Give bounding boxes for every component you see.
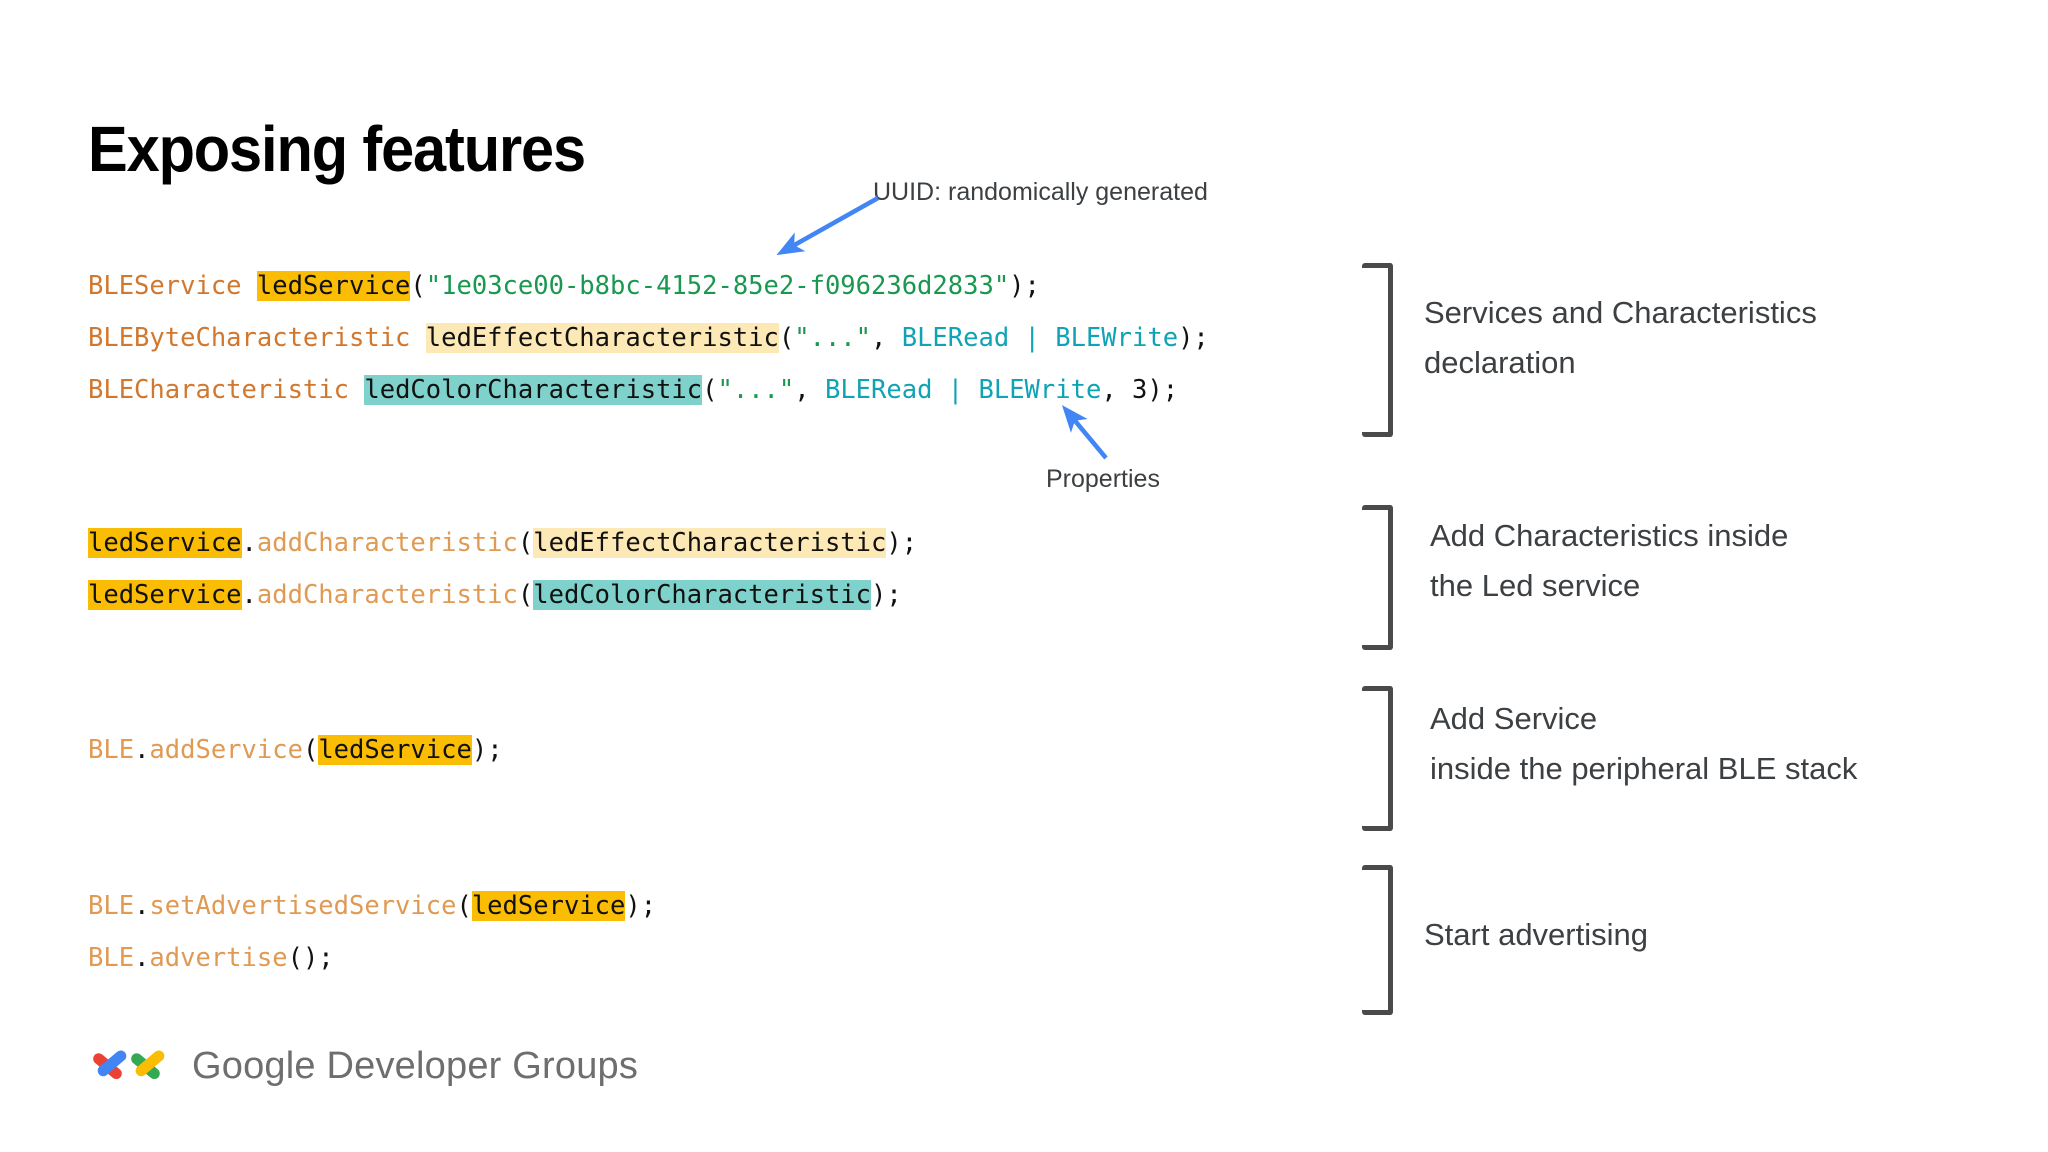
code-token: , xyxy=(794,375,825,405)
code-line: BLECharacteristic ledColorCharacteristic… xyxy=(88,364,1209,416)
page-title: Exposing features xyxy=(88,113,586,185)
code-line: BLE.setAdvertisedService(ledService); xyxy=(88,880,656,932)
code-token: ); xyxy=(1178,323,1209,353)
code-token: ); xyxy=(886,528,918,558)
code-token: ( xyxy=(702,375,718,405)
code-line: ledService.addCharacteristic(ledColorCha… xyxy=(88,569,917,621)
callout-properties-arrow-icon xyxy=(1061,405,1108,460)
bracket-add-service xyxy=(1362,686,1393,831)
code-token: . xyxy=(134,891,150,921)
code-token: | xyxy=(932,375,979,405)
code-token xyxy=(349,375,364,405)
code-token xyxy=(242,271,257,301)
code-line: BLEByteCharacteristic ledEffectCharacter… xyxy=(88,312,1209,364)
note-line-1: Add Service xyxy=(1430,701,1598,736)
code-token: ); xyxy=(1009,271,1040,301)
code-token: ( xyxy=(410,271,426,301)
code-block-advertise: BLE.setAdvertisedService(ledService); BL… xyxy=(88,880,656,984)
code-line: BLE.advertise(); xyxy=(88,932,656,984)
code-token-highlight-ledservice: ledService xyxy=(471,891,626,921)
gdg-chevrons-icon xyxy=(93,1050,165,1080)
code-token-highlight-ledcolorcharacteristic: ledColorCharacteristic xyxy=(364,375,703,405)
note-line-2: inside the peripheral BLE stack xyxy=(1430,751,1858,786)
code-token: . xyxy=(241,580,257,610)
code-token: ( xyxy=(517,580,534,610)
code-token: addCharacteristic xyxy=(256,528,518,558)
code-block-add-service: BLE.addService(ledService); xyxy=(88,724,503,776)
code-token-uuid: "1e03ce00-b8bc-4152-85e2-f096236d2833" xyxy=(425,271,1010,301)
code-token-highlight-ledservice: ledService xyxy=(256,271,411,301)
note-line-2: declaration xyxy=(1424,345,1576,380)
note-line-1: Start advertising xyxy=(1424,917,1648,952)
code-token: . xyxy=(241,528,257,558)
code-token: . xyxy=(134,943,150,973)
code-token-highlight-ledeffectcharacteristic: ledEffectCharacteristic xyxy=(533,528,887,558)
code-token: . xyxy=(134,735,150,765)
note-declaration: Services and Characteristics declaration xyxy=(1424,288,1817,388)
callout-uuid-label: UUID: randomically generated xyxy=(873,178,1208,206)
code-line: BLE.addService(ledService); xyxy=(88,724,503,776)
code-token: BLEByteCharacteristic xyxy=(88,323,411,353)
gdg-logo: Google Developer Groups xyxy=(92,1043,638,1089)
code-token: "..." xyxy=(717,375,795,405)
gdg-logo-text: Google Developer Groups xyxy=(192,1044,639,1087)
callout-properties-label: Properties xyxy=(1046,465,1160,493)
code-token-highlight-ledservice: ledService xyxy=(88,580,242,610)
code-token: ); xyxy=(471,735,503,765)
code-token-bleread: BLERead xyxy=(901,323,1010,353)
code-token: 3 xyxy=(1132,375,1148,405)
code-token xyxy=(410,323,425,353)
note-add-service: Add Service inside the peripheral BLE st… xyxy=(1430,694,1857,794)
code-token: | xyxy=(1009,323,1056,353)
code-token: BLEService xyxy=(88,271,242,301)
code-token-highlight-ledservice: ledService xyxy=(88,528,242,558)
code-token-bleread: BLERead xyxy=(824,375,933,405)
code-token-blewrite: BLEWrite xyxy=(1055,323,1179,353)
bracket-advertise xyxy=(1362,865,1393,1015)
code-line: BLEService ledService("1e03ce00-b8bc-415… xyxy=(88,260,1209,312)
code-token: "..." xyxy=(794,323,871,353)
code-token: ); xyxy=(871,580,902,610)
code-token: ); xyxy=(1147,375,1179,405)
code-token-blewrite: BLEWrite xyxy=(978,375,1102,405)
callout-uuid-arrow-icon xyxy=(776,196,880,256)
note-line-1: Services and Characteristics xyxy=(1424,295,1817,330)
code-token: addService xyxy=(149,735,303,765)
code-block-add-characteristics: ledService.addCharacteristic(ledEffectCh… xyxy=(88,517,917,621)
code-token-ble: BLE xyxy=(88,735,135,765)
code-token: ( xyxy=(517,528,534,558)
code-token: ( xyxy=(456,891,472,921)
code-token: addCharacteristic xyxy=(256,580,518,610)
code-token-ble: BLE xyxy=(88,943,135,973)
bracket-declaration xyxy=(1362,263,1393,437)
code-token: ( xyxy=(778,323,795,353)
note-line-2: the Led service xyxy=(1430,568,1641,603)
code-block-declaration: BLEService ledService("1e03ce00-b8bc-415… xyxy=(88,260,1209,416)
code-token-highlight-ledcolorcharacteristic: ledColorCharacteristic xyxy=(533,580,872,610)
code-token-ble: BLE xyxy=(88,891,135,921)
note-add-characteristics: Add Characteristics inside the Led servi… xyxy=(1430,511,1788,611)
code-token-highlight-ledeffectcharacteristic: ledEffectCharacteristic xyxy=(425,323,779,353)
code-token-highlight-ledservice: ledService xyxy=(318,735,472,765)
note-line-1: Add Characteristics inside xyxy=(1430,518,1789,553)
code-token: , xyxy=(1101,375,1133,405)
code-token: , xyxy=(871,323,902,353)
bracket-add-characteristics xyxy=(1362,505,1393,650)
code-token: BLECharacteristic xyxy=(88,375,349,405)
code-token: (); xyxy=(287,943,334,973)
code-token: ( xyxy=(302,735,319,765)
code-line: ledService.addCharacteristic(ledEffectCh… xyxy=(88,517,917,569)
code-token: advertise xyxy=(149,943,288,973)
code-token: setAdvertisedService xyxy=(149,891,457,921)
note-advertise: Start advertising xyxy=(1424,910,1648,960)
code-token: ); xyxy=(625,891,657,921)
